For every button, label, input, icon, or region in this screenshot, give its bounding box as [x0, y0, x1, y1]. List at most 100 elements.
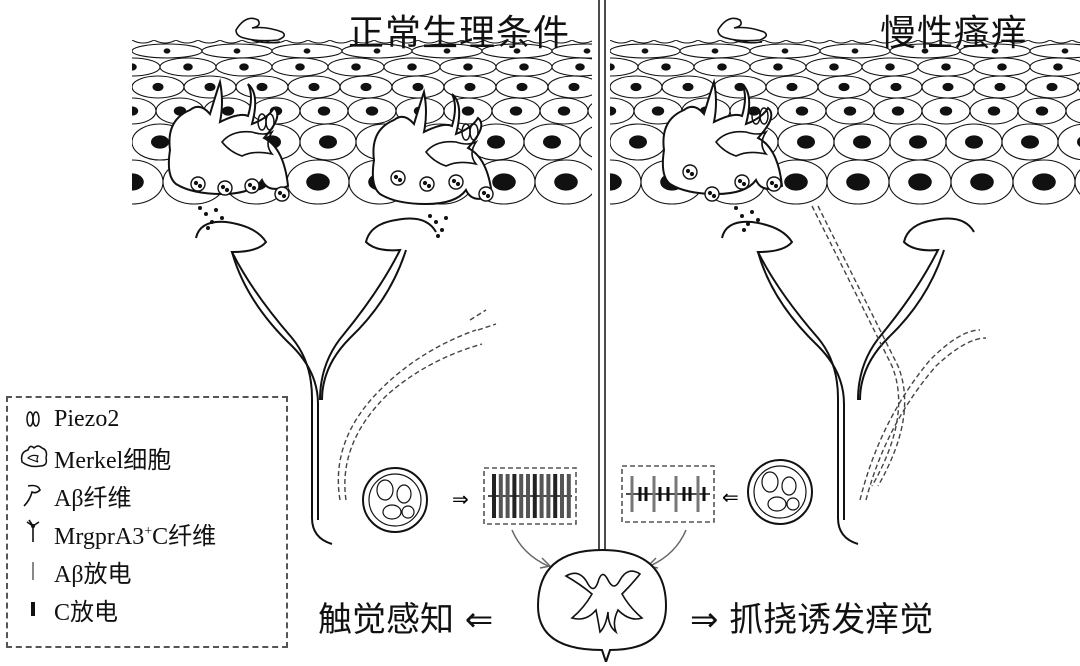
cell-nucleus: [610, 106, 617, 116]
cell-nucleus: [94, 49, 100, 53]
stratum-corneum: [807, 40, 832, 44]
cell-nucleus: [621, 84, 631, 91]
cell-nucleus: [630, 82, 642, 92]
cell-nucleus: [838, 82, 850, 92]
c-spike: [682, 487, 686, 501]
stratum-corneum: [697, 40, 722, 44]
vesicle: [766, 176, 782, 192]
cell-nucleus: [412, 82, 424, 92]
cell-nucleus: [132, 106, 139, 116]
legend-item-c-discharge: C放电: [18, 592, 118, 626]
merkel-cell-left-1: [167, 78, 290, 196]
c-spike: [666, 487, 670, 501]
transmitter-dot: [204, 212, 208, 216]
vesicle-dot: [769, 180, 775, 186]
cell-nucleus: [781, 48, 789, 54]
cell-nucleus: [306, 173, 330, 191]
cell-nucleus: [256, 82, 268, 92]
legend-label: Aβ纤维: [54, 485, 132, 512]
stratum-corneum: [610, 40, 634, 44]
stratum-corneum: [153, 40, 178, 44]
transmitter-dot: [436, 234, 440, 238]
cell-nucleus: [221, 106, 235, 116]
stratum-corneum: [483, 40, 508, 44]
cell-nucleus: [991, 48, 999, 54]
vesicle-dot: [707, 190, 713, 196]
cell-nucleus: [717, 63, 727, 71]
cell-nucleus: [1077, 137, 1080, 147]
vesicle-dot: [247, 182, 253, 188]
abeta-spike: [630, 476, 634, 512]
transmitter-dot: [220, 216, 224, 220]
arrow-left-icon-right: ⇐: [722, 485, 739, 509]
cell-nucleus: [851, 48, 859, 54]
cell-nucleus: [464, 82, 476, 92]
stratum-corneum: [197, 40, 222, 44]
stratum-corneum: [395, 40, 420, 44]
cell-nucleus: [132, 63, 137, 71]
legend-label: Aβ放电: [54, 561, 132, 588]
transmitter-dot: [434, 220, 438, 224]
stratum-corneum: [439, 40, 464, 44]
vesicle: [734, 174, 750, 190]
spike-box-itch: [621, 465, 715, 523]
cell-nucleus: [351, 63, 361, 71]
vesicle: [244, 178, 260, 194]
stratum-corneum: [417, 40, 442, 44]
cell-nucleus: [132, 173, 144, 191]
nerve-bundle-right: [747, 459, 813, 525]
cell-nucleus: [574, 136, 591, 148]
transmitter-dot: [746, 222, 750, 226]
c-spike: [638, 487, 642, 501]
cell-nucleus: [509, 106, 523, 116]
skin-cell: [547, 75, 592, 99]
stratum-corneum: [241, 40, 266, 44]
abeta-spike: [546, 474, 551, 518]
abeta-fiber-icon: [23, 484, 41, 507]
stratum-corneum: [741, 40, 766, 44]
vesicle: [478, 186, 494, 202]
legend-label: Piezo2: [54, 405, 120, 432]
cell-nucleus: [239, 63, 249, 71]
transmitter-dot: [428, 214, 432, 218]
cell-nucleus: [661, 63, 671, 71]
cell-nucleus: [682, 82, 694, 92]
skin-cell: [622, 44, 692, 58]
cell-nucleus: [101, 84, 111, 91]
vesicle: [419, 176, 435, 192]
stratum-corneum: [373, 40, 398, 44]
vesicle-dot: [281, 193, 287, 199]
cell-nucleus: [610, 173, 622, 191]
transmitter-dot: [734, 206, 738, 210]
cell-nucleus: [557, 106, 571, 116]
c-spike: [644, 487, 648, 501]
stratum-corneum: [263, 40, 288, 44]
skin-cell: [1057, 123, 1080, 161]
cell-nucleus: [163, 48, 171, 54]
legend-label: Merkel细胞: [54, 447, 172, 474]
transmitter-dot: [740, 214, 744, 218]
cell-nucleus: [773, 63, 783, 71]
cell-nucleus: [443, 48, 451, 54]
curved-arrows: [511, 529, 687, 569]
vesicle: [217, 180, 233, 196]
cell-nucleus: [987, 106, 1001, 116]
stratum-corneum: [329, 40, 354, 44]
cell-nucleus: [151, 135, 170, 149]
abeta-spike: [539, 474, 544, 518]
vesicle-dot: [485, 193, 491, 199]
stratum-corneum: [939, 40, 964, 44]
skin-cell: [1077, 82, 1080, 92]
vesicle: [390, 170, 406, 186]
abeta-fiber-right: [721, 217, 975, 545]
stratum-corneum: [1027, 40, 1052, 44]
c-spike: [658, 487, 662, 501]
stratum-corneum: [505, 40, 530, 44]
cell-nucleus: [542, 135, 561, 149]
cell-nucleus: [628, 135, 647, 149]
stratum-corneum: [285, 40, 310, 44]
cell-nucleus: [204, 82, 216, 92]
cell-nucleus: [795, 106, 809, 116]
merkel-cell-icon: [20, 445, 48, 468]
cell-nucleus: [654, 49, 660, 53]
